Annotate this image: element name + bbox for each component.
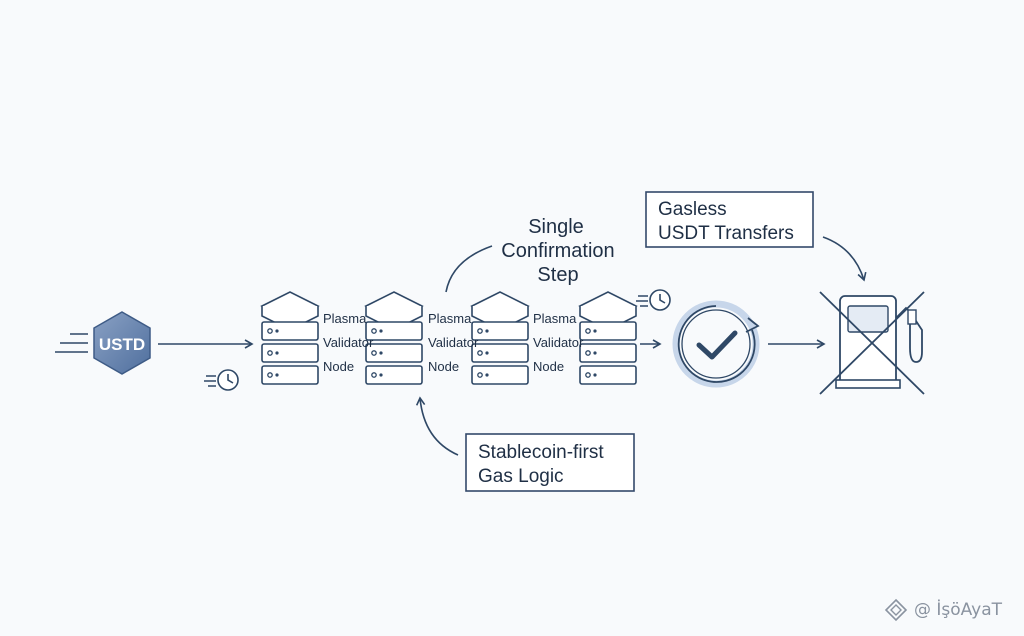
usdt-token: USTD (55, 311, 151, 375)
node-label-line1: Plasma (428, 311, 472, 326)
callout-line: USDT Transfers (658, 223, 794, 244)
stablecoin-gas-callout: Stablecoin-first Gas Logic (465, 433, 635, 492)
server-stack-icon (579, 291, 637, 385)
callout-arc (415, 396, 459, 456)
crossed-gas-pump-icon (819, 291, 925, 395)
callout-arc (445, 245, 493, 293)
callout-line: Single (528, 216, 584, 238)
server-stack-icon (471, 291, 529, 385)
gasless-callout: Gasless USDT Transfers (645, 191, 814, 248)
node-label-line1: Plasma (323, 311, 367, 326)
callout-line: Stablecoin-first (478, 442, 604, 463)
callout-line: Gasless (658, 199, 727, 220)
fast-clock-icon (635, 289, 671, 311)
validator-node-label: Plasma Validator Node (533, 311, 584, 374)
node-label-line1: Plasma (533, 311, 577, 326)
callout-arc (822, 236, 867, 282)
node-label-line2: Validator (533, 335, 584, 350)
node-label-line2: Validator (428, 335, 479, 350)
watermark-text: @ İşöAyaT (913, 600, 1002, 620)
callout-box (465, 433, 635, 492)
callout-box (645, 191, 814, 248)
node-label-line3: Node (428, 359, 459, 374)
validator-node-label: Plasma Validator Node (428, 311, 479, 374)
watermark: @ İşöAyaT (884, 598, 1002, 622)
server-stack-icon (365, 291, 423, 385)
node-label-line3: Node (533, 359, 564, 374)
usdt-hexagon-icon (93, 311, 151, 375)
check-circle-icon (672, 300, 760, 388)
token-label: USTD (99, 335, 145, 354)
fast-clock-icon (203, 369, 239, 391)
callout-line: Gas Logic (478, 466, 564, 487)
callout-line: Step (537, 264, 578, 286)
server-stack-icon (261, 291, 319, 385)
callout-line: Confirmation (501, 240, 614, 262)
diamond-logo-icon (884, 598, 908, 622)
validator-node-label: Plasma Validator Node (323, 311, 374, 374)
single-confirmation-callout: Single Confirmation Step (501, 216, 614, 286)
node-label-line3: Node (323, 359, 354, 374)
node-label-line2: Validator (323, 335, 374, 350)
